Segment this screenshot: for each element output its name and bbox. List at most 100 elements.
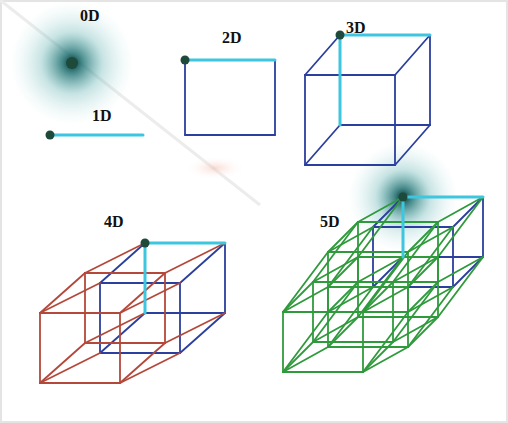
edge-line [357, 257, 359, 317]
edge-line [305, 74, 395, 76]
edge-line [393, 257, 438, 282]
dimension-label: 4D [104, 214, 124, 230]
edge-line [363, 342, 393, 372]
tesseract-figure [40, 239, 225, 384]
edge-line [283, 342, 313, 372]
edge-line [85, 272, 165, 274]
penteract-figure [283, 193, 483, 373]
edge-line [339, 35, 342, 125]
edge-line [224, 243, 226, 313]
dimension-label: 2D [222, 30, 242, 46]
edge-line [395, 125, 430, 165]
edge-line [85, 243, 145, 273]
edge-line [120, 273, 165, 313]
edge-line [40, 343, 85, 383]
edge-line [305, 164, 395, 166]
edge-line [85, 342, 165, 344]
edge-line [305, 35, 340, 75]
edge-line [164, 273, 166, 343]
edge-line [393, 317, 438, 342]
edge-line [429, 35, 431, 125]
edge-line [482, 197, 484, 257]
diagonal-streak [0, 0, 260, 205]
edge-line [328, 346, 408, 348]
edge-line [392, 282, 394, 342]
edge-line [274, 60, 276, 135]
edge-line [165, 243, 225, 273]
vertex-dot [66, 57, 78, 69]
edge-line [40, 273, 85, 313]
edge-line [313, 281, 393, 283]
edge-line [358, 197, 403, 257]
edge-line [408, 222, 438, 252]
edge-line [283, 371, 363, 373]
edge-line [395, 35, 430, 75]
edge-line [304, 75, 306, 165]
edge-line [312, 282, 314, 342]
square-figure [181, 56, 276, 136]
edge-line [328, 286, 408, 288]
edge-line [40, 312, 120, 314]
edge-line [373, 226, 453, 228]
edge-line [358, 197, 403, 222]
dimension-label: 3D [346, 20, 366, 36]
edge-line [438, 197, 483, 257]
edge-line [283, 282, 313, 312]
edge-line [394, 75, 396, 165]
vertex-dot [336, 31, 345, 40]
edge-line [283, 311, 363, 313]
edge-line [144, 243, 147, 313]
edge-line [438, 257, 483, 317]
dimension-label: 1D [92, 108, 112, 124]
edge-line [185, 59, 275, 62]
vertex-dot [46, 131, 55, 140]
edge-line [358, 256, 438, 258]
edge-line [84, 273, 86, 343]
edge-line [145, 242, 225, 245]
edge-line [40, 382, 120, 384]
edge-line [85, 313, 145, 343]
edge-line [39, 313, 41, 383]
edge-line [437, 257, 439, 317]
edge-line [305, 125, 340, 165]
edge-line [438, 197, 483, 222]
edge-line [313, 341, 393, 343]
edge-line [402, 197, 405, 257]
edge-line [100, 282, 180, 284]
edge-line [184, 60, 186, 135]
vertex-dot [141, 239, 150, 248]
edge-line [165, 313, 225, 343]
edge-line [145, 312, 225, 314]
edge-line [50, 134, 143, 137]
glow-spot [185, 156, 245, 180]
edge-line [358, 221, 438, 223]
edge-line [119, 313, 121, 383]
point-glow [10, 1, 134, 125]
edge-line [393, 222, 438, 282]
edge-line [179, 283, 181, 353]
edge-line [100, 352, 180, 354]
point-figure [66, 57, 78, 69]
dimension-label: 5D [320, 214, 340, 230]
cube-figure [305, 31, 430, 166]
edge-line [438, 257, 483, 282]
edge-line [313, 257, 358, 282]
dimension-label: 0D [80, 8, 100, 24]
segment-figure [46, 131, 144, 140]
vertex-dot [181, 56, 190, 65]
edge-line [120, 343, 165, 383]
edge-line [282, 312, 284, 372]
edge-line [358, 316, 438, 318]
edge-line [313, 222, 358, 282]
vertex-dot [399, 193, 408, 202]
edge-line [327, 287, 329, 347]
edge-line [403, 196, 483, 199]
edge-line [363, 282, 393, 312]
edge-line [185, 134, 275, 136]
edge-line [340, 124, 430, 126]
edge-line [328, 251, 408, 253]
edge-line [313, 317, 358, 342]
